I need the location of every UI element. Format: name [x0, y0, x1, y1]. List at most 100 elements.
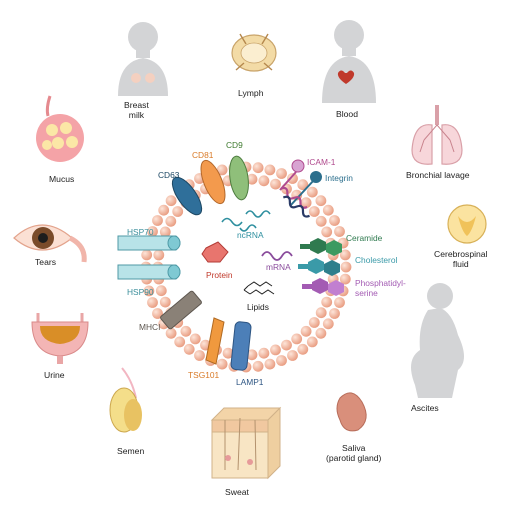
lipid-head	[165, 215, 177, 227]
lipid-head	[258, 175, 270, 187]
lipid-head	[143, 285, 155, 297]
lipid-head	[183, 343, 195, 355]
skin-section-icon	[210, 406, 282, 480]
ncrna-icon	[221, 210, 271, 232]
label-mrna: mRNA	[266, 262, 291, 272]
label-cholesterol: Cholesterol	[355, 255, 398, 265]
lipid-head	[340, 261, 352, 273]
label-icam1: ICAM-1	[307, 157, 336, 167]
lipid-head	[222, 347, 234, 359]
lipid-head	[315, 195, 327, 207]
label-bronchial-lavage: Bronchial lavage	[406, 170, 470, 180]
lipid-head	[246, 173, 258, 185]
label-semen: Semen	[117, 446, 145, 456]
lipid-head	[155, 285, 167, 297]
lipid-head	[147, 297, 158, 308]
lipid-head	[189, 333, 201, 345]
label-ascites: Ascites	[411, 403, 439, 413]
label-urine: Urine	[44, 370, 65, 380]
label-lymph: Lymph	[238, 88, 264, 98]
lipid-head	[141, 249, 153, 261]
lipid-head	[252, 360, 264, 372]
lipid-head	[321, 226, 333, 238]
mrna-icon	[261, 251, 293, 261]
breast-milk-icon	[118, 22, 168, 96]
lipid-head	[300, 325, 312, 337]
label-lamp1: LAMP1	[236, 377, 264, 387]
exosome-lumen	[162, 183, 330, 351]
lipid-head	[270, 344, 281, 356]
lipid-head	[306, 186, 318, 198]
lipid-head	[252, 162, 264, 174]
lipid-head	[308, 206, 320, 217]
lipid-head	[147, 226, 158, 237]
lipid-head	[159, 226, 171, 238]
label-sweat: Sweat	[225, 487, 249, 497]
label-mhci: MHCI	[139, 322, 161, 332]
mhci-protein	[160, 290, 202, 330]
lipid-head	[287, 173, 298, 184]
lipid-head	[329, 215, 340, 226]
cd81-protein	[200, 159, 226, 205]
semen-icon	[109, 367, 142, 433]
lipid-head	[258, 347, 270, 359]
label-ceramide: Ceramide	[346, 233, 383, 243]
lipid-head	[264, 358, 276, 370]
label-tsg101: TSG101	[188, 370, 220, 380]
label-cd63: CD63	[158, 170, 180, 180]
lamp1-protein	[230, 321, 252, 371]
lipid-head	[153, 249, 165, 261]
label-protein: Protein	[206, 270, 233, 280]
lymph-node-icon	[231, 33, 277, 72]
lipid-head	[276, 355, 287, 366]
lipid-head	[172, 206, 184, 217]
label-cd81: CD81	[192, 150, 214, 160]
hsp90-protein	[117, 264, 181, 280]
lipid-head	[339, 249, 351, 261]
lipid-head	[300, 197, 312, 209]
lipid-head	[276, 168, 287, 179]
lipid-head	[291, 333, 303, 345]
lipid-head	[216, 164, 228, 176]
lipid-head	[297, 343, 309, 355]
lipid-head	[264, 164, 276, 176]
lipid-head	[281, 339, 292, 351]
label-mucus: Mucus	[49, 174, 75, 184]
eye-icon	[13, 224, 87, 263]
tsg101-protein	[205, 317, 225, 365]
lipid-head	[322, 204, 334, 216]
lipid-head	[315, 307, 327, 319]
phosphatidylserine-molecule	[302, 278, 344, 296]
lipid-head	[306, 336, 318, 348]
lipid-head	[152, 308, 163, 319]
lipid-head	[165, 327, 177, 339]
label-saliva: Saliva (parotid gland)	[326, 443, 382, 463]
lipid-head	[297, 179, 309, 191]
lipid-head	[165, 195, 177, 207]
label-hsp90: HSP90	[127, 287, 154, 297]
mucus-gland-icon	[36, 95, 84, 162]
lipid-head	[329, 308, 340, 319]
lipids-icon	[243, 281, 275, 295]
spinal-cord-icon	[447, 204, 487, 244]
lipid-head	[315, 327, 327, 339]
lipid-head	[152, 215, 163, 226]
label-breast-milk: Breast milk	[124, 100, 149, 120]
lipid-head	[315, 215, 327, 227]
label-cd9: CD9	[226, 140, 243, 150]
cd63-protein	[171, 176, 203, 216]
cd9-protein	[229, 155, 249, 201]
exosome-membrane	[140, 161, 352, 373]
lipid-head	[287, 350, 298, 361]
label-csf: Cerebrospinal fluid	[434, 249, 488, 269]
lipid-head	[321, 296, 333, 308]
label-phosphatidylserine: Phosphatidyl- serine	[355, 278, 406, 298]
lipid-head	[159, 296, 171, 308]
lipid-head	[308, 317, 320, 328]
blood-icon	[322, 20, 376, 103]
hsp70-protein	[117, 235, 181, 251]
lipid-head	[194, 350, 205, 361]
lipid-head	[246, 349, 258, 361]
icam1-integrin-complex	[279, 159, 322, 218]
